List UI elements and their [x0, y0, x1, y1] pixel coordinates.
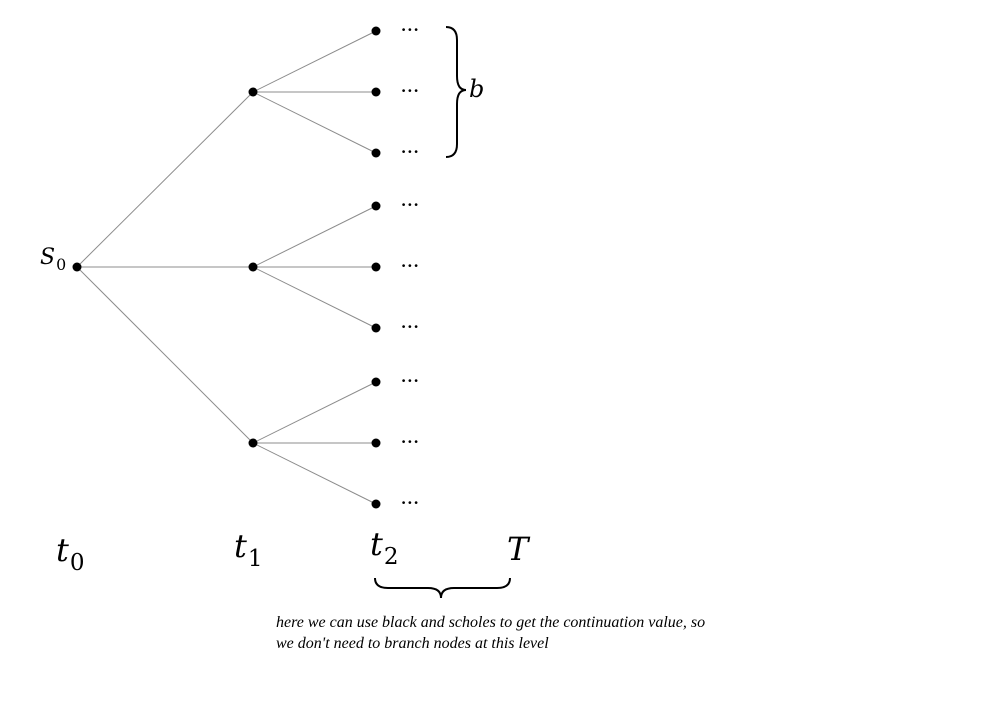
time-label-base: t — [370, 525, 383, 563]
root-label-sub: 0 — [56, 255, 67, 275]
leaf-ellipsis: ... — [401, 314, 420, 332]
edge-root-to-t1-node — [76, 91, 254, 268]
branching-factor-label: b — [469, 75, 485, 103]
leaf-ellipsis: ... — [401, 368, 420, 386]
root-label-base: S — [40, 245, 56, 270]
tree-nodes — [72, 26, 381, 509]
root-label: S0 — [40, 245, 66, 273]
time-label-T: T — [507, 530, 529, 568]
leaf-ellipsis: ... — [401, 253, 420, 271]
edge-root-to-t1-node — [76, 266, 254, 444]
root-node — [72, 262, 82, 272]
time-label-sub: 0 — [69, 549, 85, 576]
time-label-sub: 1 — [247, 545, 263, 572]
leaf-ellipsis: ... — [401, 192, 420, 210]
edge-t1-to-t2-node — [252, 442, 377, 505]
t2-node — [371, 87, 381, 97]
edge-t1-to-t2-node — [252, 205, 377, 268]
time-label-t2: t2 — [370, 525, 399, 568]
leaf-ellipsis: ... — [401, 139, 420, 157]
time-label-t1: t1 — [234, 527, 263, 570]
note-text: here we can use black and scholes to get… — [276, 614, 706, 652]
tree-edges — [76, 30, 377, 505]
t2-node — [371, 148, 381, 158]
t1-node — [248, 262, 258, 272]
t2-node — [371, 26, 381, 36]
edge-t1-to-t2-node — [252, 91, 377, 154]
branching-factor-brace — [445, 26, 467, 158]
t1-node — [248, 87, 258, 97]
t2-node — [371, 377, 381, 387]
t2-node — [371, 499, 381, 509]
leaf-ellipsis: ... — [401, 17, 420, 35]
t2-node — [371, 438, 381, 448]
time-label-base: t — [234, 527, 247, 565]
leaf-ellipsis: ... — [401, 490, 420, 508]
t1-node — [248, 438, 258, 448]
t2-node — [371, 262, 381, 272]
edge-t1-to-t2-node — [252, 30, 377, 93]
time-label-sub: 2 — [383, 543, 399, 570]
t2-node — [371, 323, 381, 333]
leaf-ellipsis: ... — [401, 429, 420, 447]
t2-node — [371, 201, 381, 211]
time-label-t0: t0 — [56, 531, 85, 574]
edge-t1-to-t2-node — [252, 266, 377, 329]
leaf-ellipsis: ... — [401, 78, 420, 96]
time-label-base: t — [56, 531, 69, 569]
continuation-brace — [374, 577, 511, 599]
edge-t1-to-t2-node — [252, 381, 377, 444]
